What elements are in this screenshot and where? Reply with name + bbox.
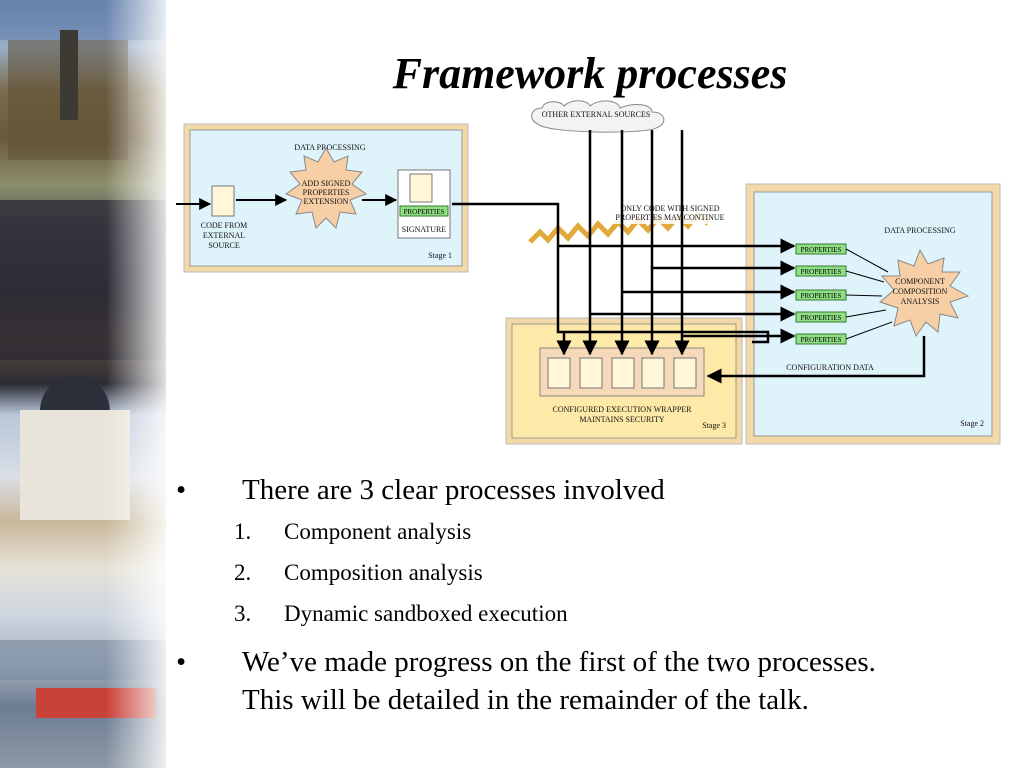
bullet-1-text: There are 3 clear processes involved: [242, 474, 665, 506]
wrapper-line1: CONFIGURED EXECUTION WRAPPER: [553, 405, 693, 414]
wrapped-documents: [547, 357, 697, 389]
stage2-header: DATA PROCESSING: [884, 226, 955, 235]
bullet-dot: •: [176, 474, 187, 506]
stage1-label: Stage 1: [428, 251, 452, 260]
filter-line1: ONLY CODE WITH SIGNED: [621, 204, 720, 213]
bullet-2-line2: This will be detailed in the remainder o…: [242, 684, 809, 716]
ferry-shape: [36, 688, 156, 718]
bullet-dot: •: [176, 646, 187, 678]
composition-burst: [879, 248, 970, 338]
stage2-properties-2: PROPERTIES: [801, 268, 842, 276]
sky-band: [0, 0, 166, 40]
wrapper-line2: MAINTAINS SECURITY: [579, 415, 665, 424]
stage2-burst-line1: COMPONENT: [895, 277, 945, 286]
stage3-label: Stage 3: [702, 421, 726, 430]
code-document-icon: [211, 185, 235, 217]
stage2-burst-line3: ANALYSIS: [901, 297, 940, 306]
stage1-burst-line3: EXTENSION: [304, 197, 349, 206]
signed-document-icon: [409, 173, 433, 203]
round-building: [20, 410, 130, 520]
source-line3: SOURCE: [208, 241, 240, 250]
sub-item-number: 2.: [234, 560, 252, 585]
tower-shape: [60, 30, 78, 120]
sub-item-number: 1.: [234, 519, 252, 544]
source-line1: CODE FROM: [201, 221, 247, 230]
stage1-header: DATA PROCESSING: [294, 143, 365, 152]
stage2-burst-line2: COMPOSITION: [893, 287, 948, 296]
flow-lines: [452, 130, 926, 384]
sub-item-text: Component analysis: [284, 519, 472, 544]
stage2-properties-1: PROPERTIES: [801, 246, 842, 254]
signature-label: SIGNATURE: [402, 225, 447, 234]
sub-item-number: 3.: [234, 601, 252, 626]
config-data-label: CONFIGURATION DATA: [786, 363, 874, 372]
filter-line2: PROPERTIES MAY CONTINUE: [615, 213, 724, 222]
crowd-band: [0, 200, 166, 360]
other-sources-label: OTHER EXTERNAL SOURCES: [542, 110, 651, 119]
stage2-properties-4: PROPERTIES: [801, 314, 842, 322]
skyline-band: [0, 640, 166, 680]
bullet-2-line1: We’ve made progress on the first of the …: [242, 646, 876, 678]
decorative-photo-strip: [0, 0, 166, 768]
source-line2: EXTERNAL: [203, 231, 245, 240]
stage2-properties-3: PROPERTIES: [801, 292, 842, 300]
external-sources-cloud: [531, 100, 665, 133]
add-signed-burst: [284, 146, 368, 229]
slide-title: Framework processes: [392, 49, 788, 98]
filter-label-bg: [606, 202, 734, 224]
stage2-properties-5: PROPERTIES: [801, 336, 842, 344]
stage1-burst-line1: ADD SIGNED: [302, 179, 351, 188]
stage2-label: Stage 2: [960, 419, 984, 428]
properties-to-burst-lines: [845, 248, 893, 340]
stage1-properties-label: PROPERTIES: [404, 208, 445, 216]
framework-diagram: DATA PROCESSING ADD SIGNED PROPERTIES EX…: [176, 100, 1001, 445]
signed-document-box: [397, 169, 451, 239]
stage1-burst-line2: PROPERTIES: [303, 188, 350, 197]
sub-item-text: Dynamic sandboxed execution: [284, 601, 568, 626]
stage1-properties-tag: [399, 205, 449, 217]
sub-item-text: Composition analysis: [284, 560, 483, 585]
